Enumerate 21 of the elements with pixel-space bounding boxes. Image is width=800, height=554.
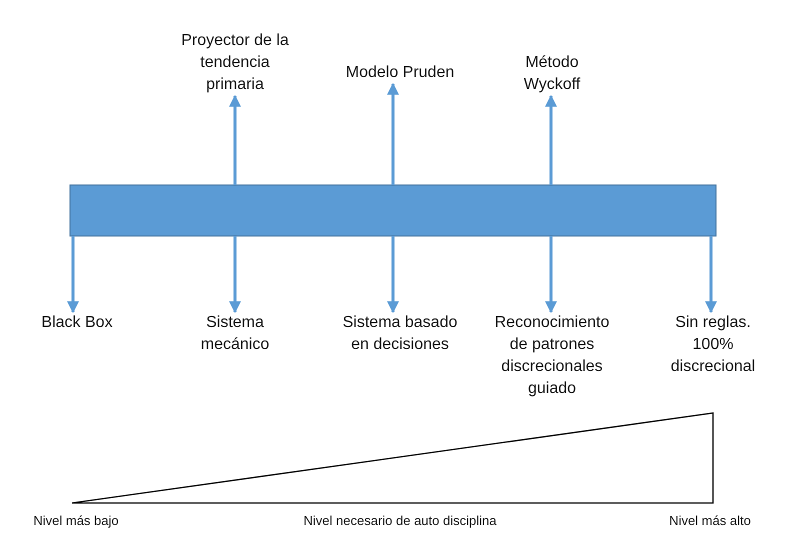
category-label: Modelo Pruden — [325, 62, 475, 84]
arrow — [229, 94, 241, 185]
arrow — [67, 236, 79, 314]
category-label: Proyector de la tendencia primaria — [170, 30, 300, 96]
category-label: Sistema mecánico — [175, 312, 295, 356]
category-label: Black Box — [22, 312, 132, 334]
category-label: Método Wyckoff — [507, 52, 597, 96]
category-label: Reconocimiento de patrones discrecionales guiado — [484, 312, 620, 400]
scale-label: Nivel necesario de auto disciplina — [304, 513, 496, 528]
arrow — [229, 236, 241, 314]
scale-label: Nivel más bajo — [33, 513, 119, 528]
scale-label: Nivel más alto — [669, 513, 751, 528]
horizontal-bar — [70, 184, 716, 236]
category-label: Sin reglas. 100% discrecional — [663, 312, 763, 378]
arrow — [545, 94, 557, 185]
arrow — [387, 82, 399, 185]
wedge-triangle — [71, 412, 714, 504]
arrow — [387, 236, 399, 314]
arrow — [705, 236, 717, 314]
arrow — [545, 236, 557, 314]
category-label: Sistema basado en decisiones — [332, 312, 468, 356]
